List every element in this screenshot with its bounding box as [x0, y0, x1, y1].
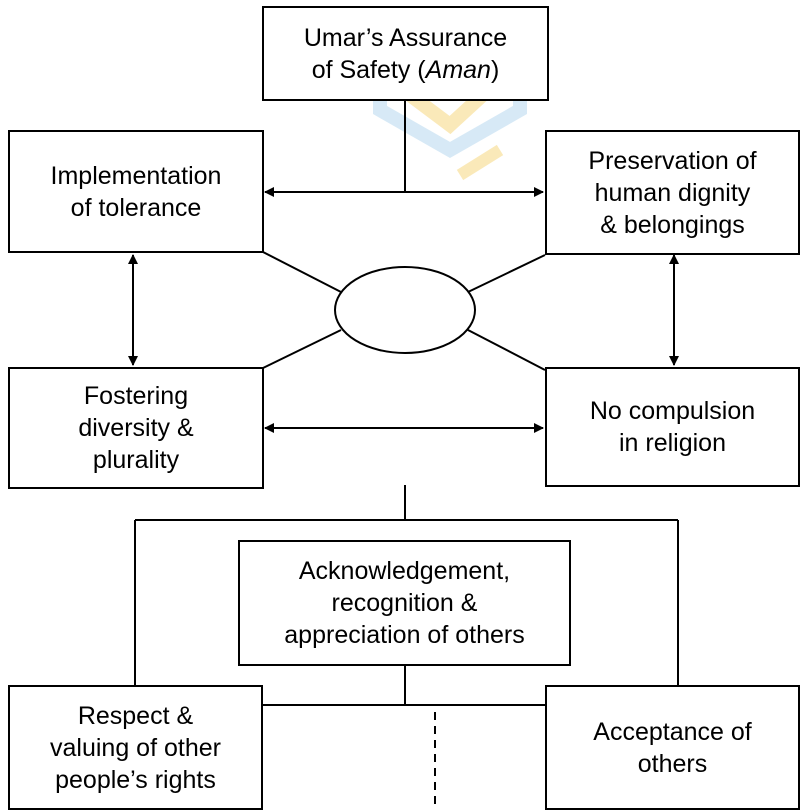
- preservation-label: Preservation of human dignity & belongin…: [588, 146, 757, 239]
- diag-lower-left: [262, 329, 342, 369]
- acceptance-label: Acceptance of others: [593, 717, 752, 778]
- diag-lower-right: [467, 329, 546, 371]
- top-box-line1: Umar’s Assurance: [303, 23, 508, 52]
- center-ellipse: [334, 266, 476, 354]
- diag-upper-left: [262, 251, 342, 293]
- acknowledgement-label: Acknowledgement, recognition & appreciat…: [284, 557, 525, 649]
- box-acceptance-of-others: Acceptance of others: [545, 685, 800, 810]
- box-acknowledgement: Acknowledgement, recognition & appreciat…: [238, 540, 571, 666]
- box-no-compulsion: No compulsion in religion: [545, 367, 800, 487]
- box-preservation-of-human-dignity: Preservation of human dignity & belongin…: [545, 130, 800, 255]
- box-umars-assurance: Umar’s Assurance of Safety (Aman): [262, 6, 549, 101]
- box-respect-and-valuing: Respect & valuing of other people’s righ…: [8, 685, 263, 810]
- implementation-of-tolerance-label: Implementation of tolerance: [50, 161, 222, 222]
- top-box-aman: Aman: [425, 55, 491, 84]
- diag-upper-right: [467, 254, 546, 293]
- respect-label: Respect & valuing of other people’s righ…: [50, 701, 221, 794]
- box-fostering-diversity: Fostering diversity & plurality: [8, 367, 264, 489]
- top-box-line2-prefix: of Safety (: [311, 55, 426, 84]
- fostering-diversity-label: Fostering diversity & plurality: [78, 382, 194, 474]
- top-box-line2-suffix: ): [490, 55, 500, 84]
- no-compulsion-label: No compulsion in religion: [589, 397, 756, 457]
- box-implementation-of-tolerance: Implementation of tolerance: [8, 130, 264, 253]
